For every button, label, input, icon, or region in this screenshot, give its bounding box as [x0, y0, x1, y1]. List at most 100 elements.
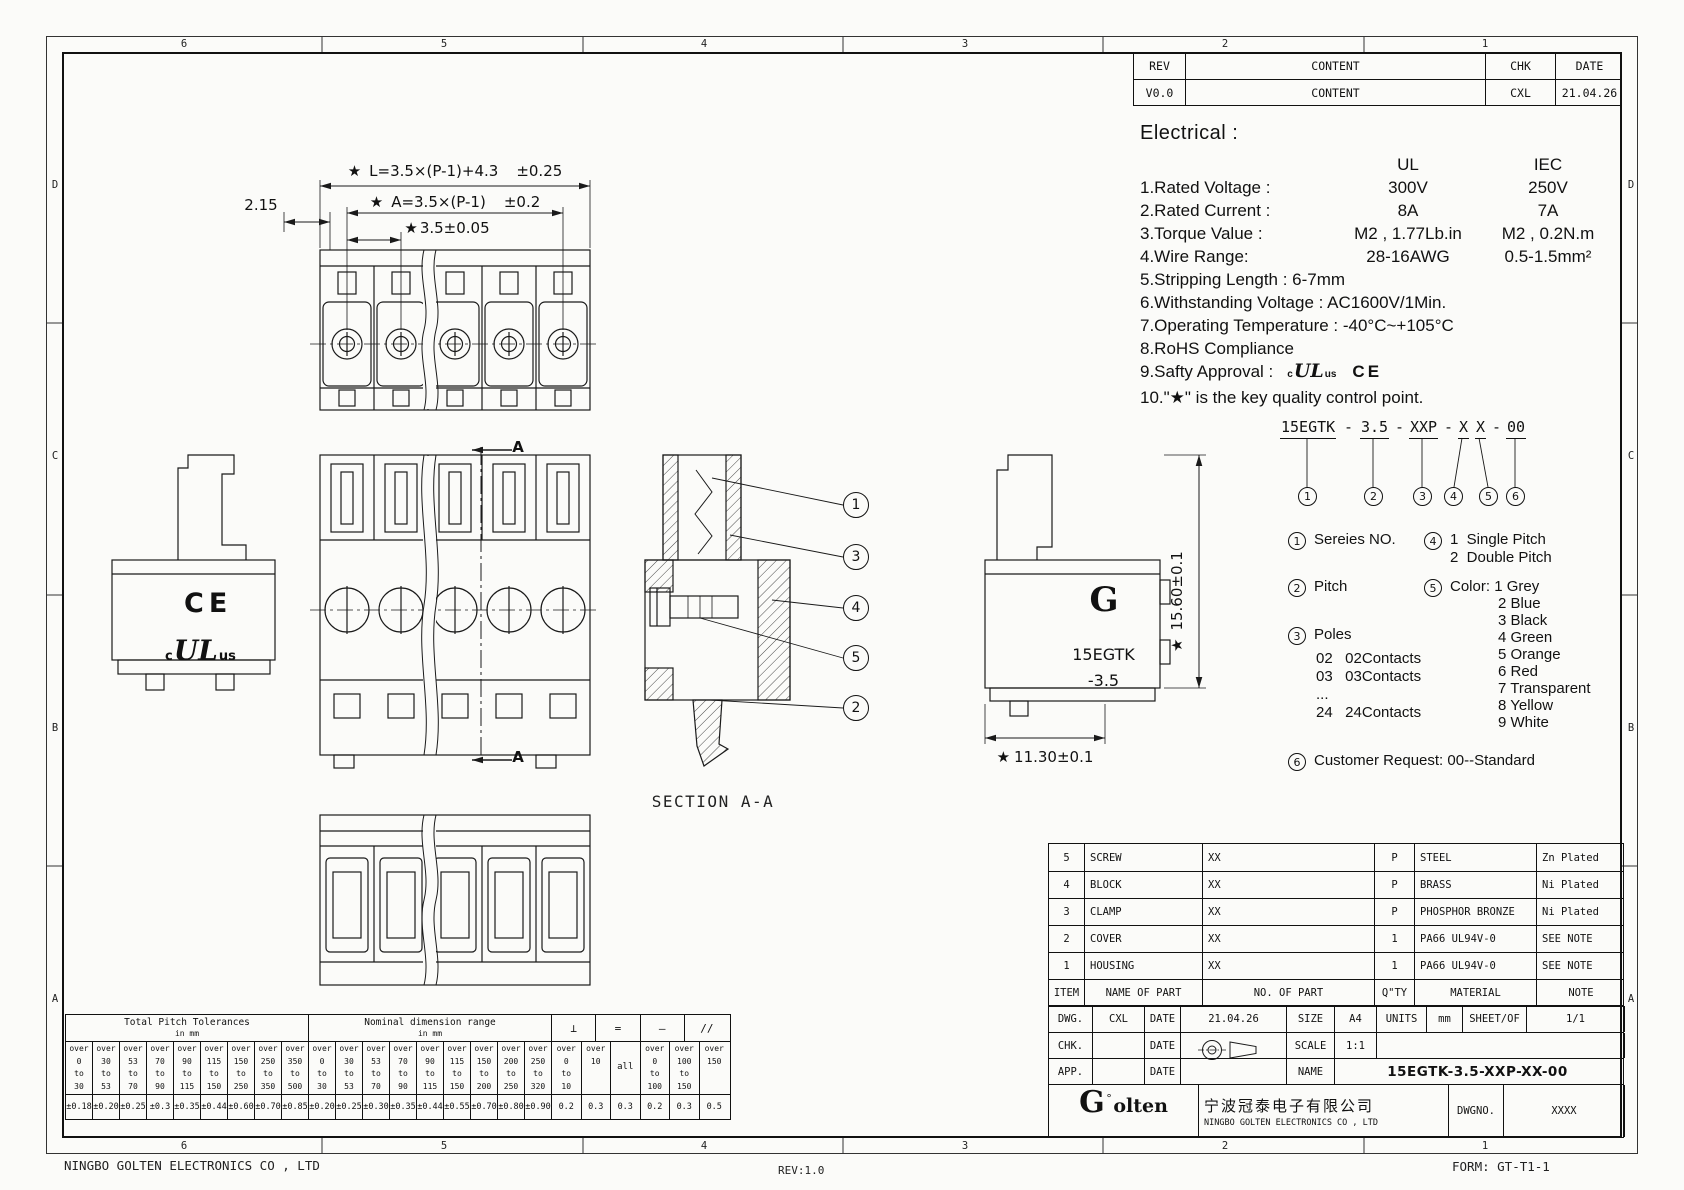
dim-pitch-span-formula: A=3.5×(P-1) — [391, 193, 486, 211]
tol-num: 70 — [371, 1081, 381, 1091]
rev-value: V0.0 — [1134, 80, 1186, 105]
tol-num: 30 — [317, 1081, 327, 1091]
poles-option: 24 24Contacts — [1316, 704, 1422, 721]
cul-c: c — [1287, 369, 1293, 380]
dim-width-value: 11.30±0.1 — [1014, 748, 1094, 766]
tol-word: over — [393, 1044, 413, 1053]
cul-us: us — [218, 649, 236, 664]
dim-length-formula: L=3.5×(P-1)+4.3 — [369, 162, 499, 180]
tolerance-value: ±0.20 — [93, 1095, 120, 1119]
tol-num: 100 — [647, 1081, 662, 1091]
tolerance-group2-title: Nominal dimension range in mm — [309, 1015, 552, 1041]
zone-label-bottom: 5 — [440, 1140, 448, 1152]
electrical-row-label: 4.Wire Range: — [1140, 247, 1249, 266]
dim-pitch-label: ★ 3.5±0.05 — [352, 219, 542, 237]
tolerance-value: ±0.44 — [417, 1095, 444, 1119]
bom-material: STEEL — [1415, 844, 1537, 871]
tolerance-value: 0.2 — [641, 1095, 670, 1119]
titleblock-app-date-value — [1181, 1059, 1287, 1084]
section-view — [644, 454, 844, 767]
tol-word: over — [674, 1044, 694, 1053]
legend-series-label: Sereies NO. — [1314, 531, 1396, 548]
titleblock-date-value: 21.04.26 — [1181, 1006, 1287, 1032]
zone-label-top: 2 — [1221, 38, 1229, 50]
tolerance-header: Total Pitch Tolerances in mm Nominal dim… — [66, 1015, 730, 1041]
tol-word: over — [96, 1044, 116, 1053]
tolerance-value: ±0.25 — [336, 1095, 363, 1119]
kqc-star-icon: ★ — [996, 748, 1011, 766]
tol-word: to — [236, 1069, 246, 1078]
tolerance-value: ±0.85 — [282, 1095, 309, 1119]
tol-word: over — [528, 1044, 548, 1053]
tol-word: to — [101, 1069, 111, 1078]
revision-header-row: REV CONTENT CHK DATE — [1134, 53, 1621, 79]
tol-word: to — [371, 1069, 381, 1078]
zone-label-left: D — [51, 179, 59, 191]
rev-header-rev: REV — [1134, 53, 1186, 79]
color-option: 3 Black — [1498, 612, 1548, 629]
titleblock-part-name: 15EGTK-3.5-XXP-XX-00 — [1335, 1059, 1621, 1084]
tol-word: to — [209, 1069, 219, 1078]
electrical-ul-value: 28-16AWG — [1366, 247, 1450, 266]
zone-label-right: C — [1627, 450, 1635, 462]
tol-word: to — [263, 1069, 273, 1078]
tol-num: 320 — [530, 1081, 546, 1091]
bom-part-name: HOUSING — [1085, 953, 1203, 979]
poles-option: 03 03Contacts — [1316, 668, 1422, 685]
section-balloon: 5 — [843, 645, 869, 671]
tol-word: over — [312, 1044, 332, 1053]
tolerance-value: 0.2 — [552, 1095, 582, 1119]
tol-word: over — [474, 1044, 494, 1053]
tol-num: 350 — [260, 1081, 276, 1091]
tol-num: 150 — [449, 1081, 465, 1091]
zone-label-left: A — [51, 993, 59, 1005]
tol-word: over — [123, 1044, 143, 1053]
legend-series: 1 Sereies NO. — [1288, 531, 1396, 550]
tolerance-value: ±0.3 — [147, 1095, 174, 1119]
tolerance-value: 0.3 — [670, 1095, 700, 1119]
tol-num: 30 — [74, 1081, 84, 1091]
zone-label-top: 5 — [440, 38, 448, 50]
zone-label-left: C — [51, 450, 59, 462]
tol-word: to — [479, 1069, 489, 1078]
titleblock-app-label: APP. — [1049, 1059, 1093, 1084]
electrical-row-label: 2.Rated Current : — [1140, 201, 1271, 220]
section-letter: A — [512, 438, 524, 456]
tol-num: 30 — [101, 1056, 111, 1066]
tol-num: 70 — [155, 1056, 165, 1066]
legend-customer-label: Customer Request: 00--Standard — [1314, 752, 1535, 769]
bom-part-name: COVER — [1085, 926, 1203, 952]
dim-pitch-span-label: ★ A=3.5×(P-1) ±0.2 — [345, 193, 565, 211]
tol-num: 53 — [128, 1056, 138, 1066]
titleblock-date-label: DATE — [1145, 1033, 1181, 1058]
code-pitch-type: X — [1458, 418, 1470, 439]
tolerance-group1-text: Total Pitch Tolerances — [124, 1017, 250, 1028]
color-label: Color: — [1450, 578, 1491, 595]
tol-num: 250 — [503, 1081, 519, 1091]
section-balloon: 3 — [843, 544, 869, 570]
titleblock-dwgno-label: DWGNO. — [1449, 1085, 1504, 1137]
logo-rest: olten — [1113, 1095, 1168, 1117]
golten-logo: G ° olten — [1049, 1085, 1199, 1137]
code-marker-6: 6 — [1506, 487, 1525, 506]
bom-part-name: CLAMP — [1085, 899, 1203, 925]
color-option: 2 Blue — [1498, 595, 1541, 612]
sheet-outer-frame — [46, 36, 1638, 1154]
tol-num: 0 — [76, 1056, 82, 1066]
code-request: 00 — [1506, 418, 1527, 439]
rev-header-content: CONTENT — [1186, 53, 1486, 79]
electrical-row-label: 3.Torque Value : — [1140, 224, 1263, 243]
tol-num: 115 — [179, 1081, 195, 1091]
tol-num: 500 — [287, 1081, 303, 1091]
tol-num: 90 — [398, 1081, 408, 1091]
pitch-type-option: 2 Double Pitch — [1450, 549, 1552, 566]
